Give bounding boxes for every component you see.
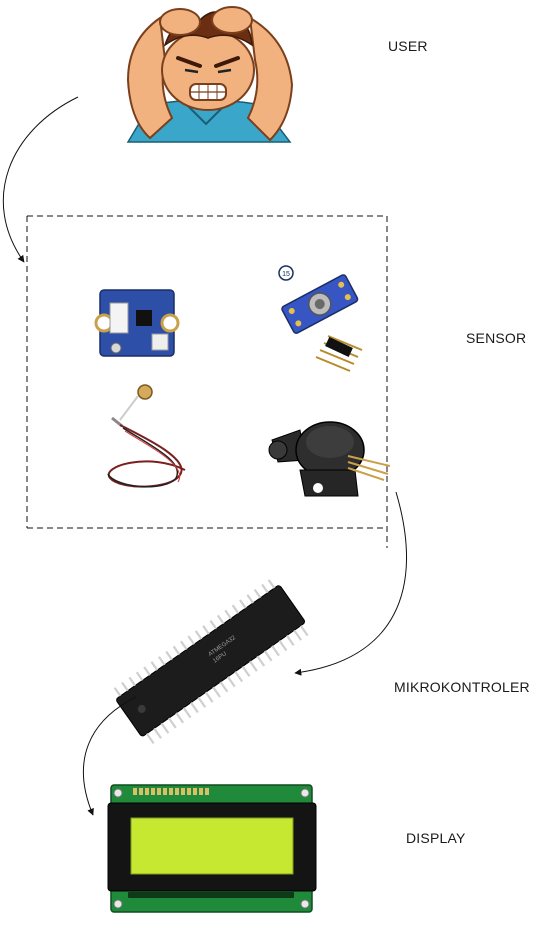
sensor-group-box — [26, 215, 388, 548]
arrow-user-to-sensor — [2, 96, 79, 263]
label-display: DISPLAY — [406, 830, 466, 846]
microcontroller-chip-icon: ATMEGA32 16PU — [113, 579, 309, 745]
sensor-module-icon — [94, 289, 180, 357]
label-sensor: SENSOR — [466, 330, 527, 346]
arrow-microcontroller-to-display — [82, 696, 137, 816]
lcd-display-icon — [107, 784, 317, 913]
ir-temperature-sensor-icon: 15 — [278, 265, 363, 372]
pressure-sensor-icon — [268, 421, 391, 497]
angry-user-illustration — [126, 6, 294, 143]
label-microcontroller: MIKROKONTROLER — [394, 679, 530, 695]
flex-sensor-icon — [107, 384, 186, 488]
svg-text:15: 15 — [282, 271, 290, 278]
label-user: USER — [388, 38, 428, 54]
arrow-sensor-to-microcontroller — [294, 491, 408, 676]
